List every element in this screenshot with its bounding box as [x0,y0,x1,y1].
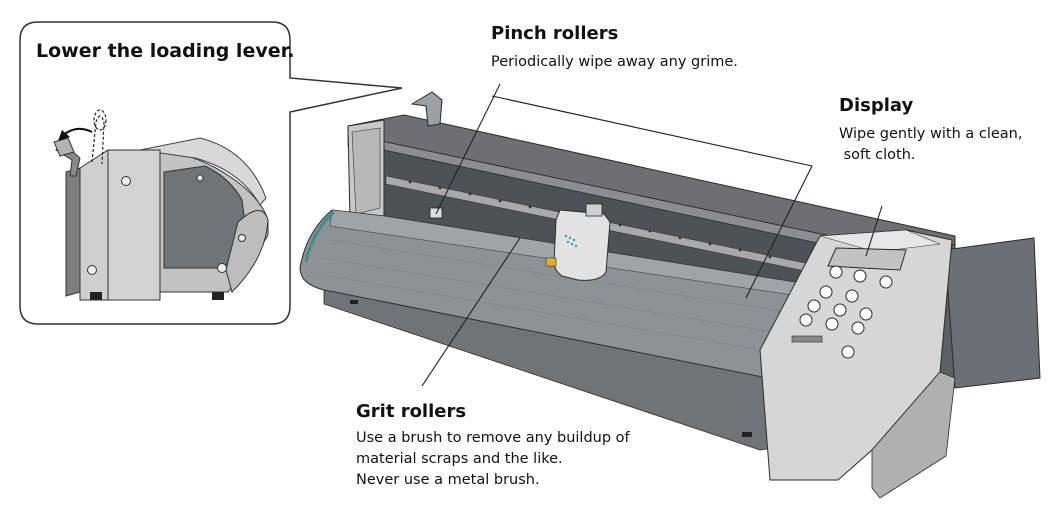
grit-rollers-description: Use a brush to remove any buildup of mat… [356,428,630,491]
grit-rollers-line: Use a brush to remove any buildup of [356,430,630,446]
callout-title: Lower the loading lever. [36,40,295,62]
display-title: Display [839,95,914,116]
pinch-rollers-description: Periodically wipe away any grime. [491,52,738,73]
display-description: Wipe gently with a clean, soft cloth. [839,124,1022,166]
side-view-machine [53,109,269,301]
cutter-machine [299,91,1041,499]
grit-roller-leader [421,237,521,387]
pinch-roller-leader-right [491,95,813,299]
leader-lines [421,83,883,387]
grit-rollers-line: Never use a metal brush. [356,472,540,488]
grit-rollers-line: material scraps and the like. [356,451,563,467]
grit-rollers-title: Grit rollers [356,401,467,422]
display-leader [865,205,883,257]
display-line: soft cloth. [839,147,916,163]
display-line: Wipe gently with a clean, [839,126,1023,142]
pinch-rollers-line: Periodically wipe away any grime. [491,54,738,70]
pinch-roller-leader-left [435,83,501,215]
pinch-rollers-title: Pinch rollers [491,23,619,44]
